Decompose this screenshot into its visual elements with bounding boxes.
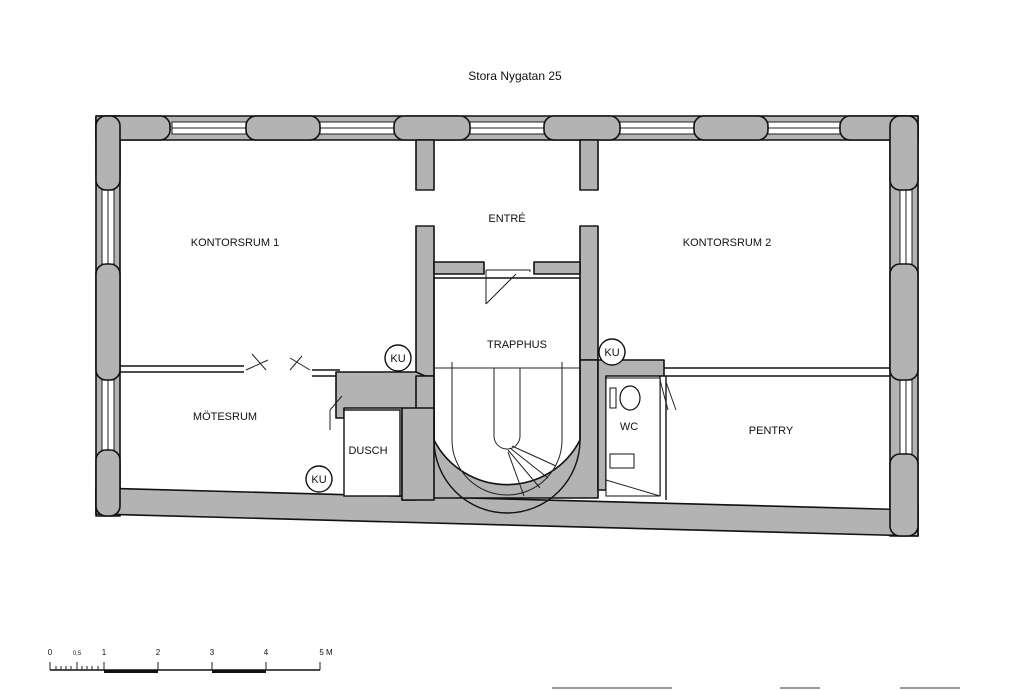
doors — [245, 269, 677, 430]
room-label-pentry: PENTRY — [749, 425, 794, 437]
room-label-motesrum: MÖTESRUM — [193, 411, 257, 423]
ku-label: KU — [390, 353, 405, 365]
ku-marker-1: KU — [384, 344, 412, 372]
scale-tick-0: 0 — [48, 648, 53, 657]
plan-title: Stora Nygatan 25 — [468, 69, 562, 83]
staircase — [433, 277, 581, 514]
scale-tick-5: 5 M — [319, 648, 333, 657]
room-label-wc: WC — [620, 421, 638, 433]
room-label-entre: ENTRÉ — [488, 212, 525, 225]
room-label-trapphus: TRAPPHUS — [487, 339, 547, 351]
scale-tick-3: 3 — [210, 648, 215, 657]
wall-piers — [95, 115, 919, 537]
room-label-dusch: DUSCH — [348, 445, 387, 457]
room-label-kontorsrum-1: KONTORSRUM 1 — [191, 237, 279, 249]
scale-tick-1: 1 — [102, 648, 107, 657]
ku-label: KU — [311, 474, 326, 486]
ku-marker-2: KU — [598, 338, 626, 366]
dusch-room — [343, 409, 401, 497]
room-label-kontorsrum-2: KONTORSRUM 2 — [683, 237, 771, 249]
scale-tick-4: 4 — [264, 648, 269, 657]
scale-bar: 0 0,5 1 2 3 4 5 M — [48, 648, 333, 673]
wc-fixtures — [605, 377, 661, 497]
outer-walls — [95, 115, 919, 537]
footer-marks — [552, 687, 960, 689]
scale-tick-0-5: 0,5 — [73, 651, 82, 657]
scale-tick-2: 2 — [156, 648, 161, 657]
interior-walls — [120, 139, 890, 501]
windows — [101, 121, 913, 455]
ku-marker-3: KU — [305, 465, 333, 493]
ku-label: KU — [604, 347, 619, 359]
